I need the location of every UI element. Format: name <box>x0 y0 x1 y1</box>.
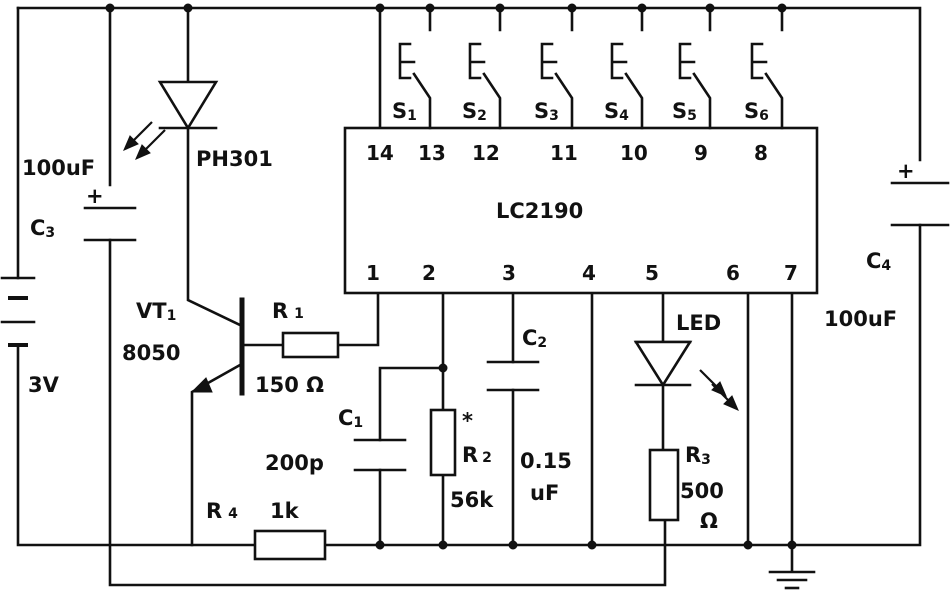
capacitor-c3: + <box>83 184 137 242</box>
capacitor-c4: + <box>890 159 950 227</box>
junction-dot <box>587 540 597 550</box>
c3-ref-label: C3 <box>30 216 55 241</box>
ic-pin-4: 4 <box>582 261 596 285</box>
vt1-type-label: 8050 <box>122 341 180 365</box>
resistor-r2 <box>429 408 457 477</box>
junction-dot <box>425 3 435 13</box>
junction-dot <box>375 3 385 13</box>
junction-dot <box>777 3 787 13</box>
switch-s4-label: S4 <box>604 99 629 124</box>
c1-top-wire <box>378 366 445 442</box>
switch-s2: S2 <box>462 3 505 130</box>
ic-pin-10: 10 <box>620 141 648 165</box>
switch-group: S1 S2 S3 S4 S5 S6 <box>392 3 787 130</box>
ph301-label: PH301 <box>196 147 273 171</box>
resistor-r3 <box>648 448 680 522</box>
ic-pin-8: 8 <box>754 141 768 165</box>
switch-s5: S5 <box>672 3 715 130</box>
switch-s1: S1 <box>392 3 435 130</box>
switch-s3: S3 <box>534 3 577 130</box>
junction-dot <box>637 3 647 13</box>
c3-value-label: 100uF <box>22 156 95 180</box>
junction-dot <box>743 540 753 550</box>
bottom-rail-wire <box>323 223 922 547</box>
ground-symbol <box>768 570 816 590</box>
r3-value-line1: 500 <box>680 479 724 503</box>
ic-pin-9: 9 <box>694 141 708 165</box>
junction-dot <box>375 540 385 550</box>
switch-s2-label: S2 <box>462 99 487 124</box>
r2-mark: * <box>462 409 473 433</box>
c4-ref-label: C4 <box>866 249 891 274</box>
battery-voltage-label: 3V <box>28 373 60 397</box>
ic-name-label: LC2190 <box>496 199 583 223</box>
junction-dot <box>438 540 448 550</box>
ic-pin-2: 2 <box>422 261 436 285</box>
photodiode-ph301 <box>123 80 219 160</box>
ph301-collector-wire <box>186 126 242 327</box>
junction-dot <box>567 3 577 13</box>
capacitor-c1 <box>353 438 407 472</box>
ic-pin-13: 13 <box>418 141 446 165</box>
battery-bottom-wire <box>16 343 257 547</box>
ic-pin-11: 11 <box>550 141 578 165</box>
junction-dot <box>787 540 797 550</box>
led-label: LED <box>676 311 721 335</box>
ic-pin-14: 14 <box>366 141 394 165</box>
battery-symbol <box>0 276 36 347</box>
led-symbol <box>633 340 739 411</box>
ic-pin-7: 7 <box>784 261 798 285</box>
c4-value-label: 100uF <box>824 307 897 331</box>
c1-ref-label: C1 <box>338 406 363 431</box>
ic-pin-3: 3 <box>502 261 516 285</box>
top-rail-wire <box>16 6 922 162</box>
switch-s1-label: S1 <box>392 99 417 124</box>
junction-dot <box>105 3 115 13</box>
ic-lc2190-body <box>343 126 819 295</box>
junction-dots <box>105 3 797 550</box>
switch-s4: S4 <box>604 3 647 130</box>
ic-pin-6: 6 <box>726 261 740 285</box>
transistor-vt1 <box>190 297 245 396</box>
r4-value-label: 1k <box>270 499 300 523</box>
junction-dot <box>508 540 518 550</box>
junction-dot <box>705 3 715 13</box>
resistor-r1 <box>281 331 340 359</box>
junction-dot <box>495 3 505 13</box>
r2-value-label: 56k <box>450 488 494 512</box>
switch-s5-label: S5 <box>672 99 697 124</box>
junction-dot <box>438 363 448 373</box>
switch-s6-label: S6 <box>744 99 769 124</box>
ic-pin-5: 5 <box>645 261 659 285</box>
junction-dot <box>183 3 193 13</box>
r3-ref-label: R3 <box>685 443 711 468</box>
wiring <box>16 6 922 587</box>
ic-pin-1: 1 <box>366 261 380 285</box>
r1-right-wire <box>336 288 380 347</box>
c3-bottom-wire <box>108 238 667 587</box>
c3-plus-sign: + <box>86 184 104 208</box>
c2-value-line2: uF <box>530 481 559 505</box>
capacitor-c2 <box>486 360 540 392</box>
switch-s3-label: S3 <box>534 99 559 124</box>
c4-plus-sign: + <box>897 159 915 183</box>
resistor-r4 <box>253 529 327 561</box>
switch-s6: S6 <box>744 3 787 130</box>
c2-ref-label: C2 <box>522 326 547 351</box>
vt1-ref-label: VT1 <box>136 299 176 324</box>
c1-value-label: 200p <box>265 451 324 475</box>
r1-value-label: 150 Ω <box>255 373 324 397</box>
ic-pin-12: 12 <box>472 141 500 165</box>
c2-value-line1: 0.15 <box>520 449 572 473</box>
r3-value-line2: Ω <box>700 509 718 533</box>
